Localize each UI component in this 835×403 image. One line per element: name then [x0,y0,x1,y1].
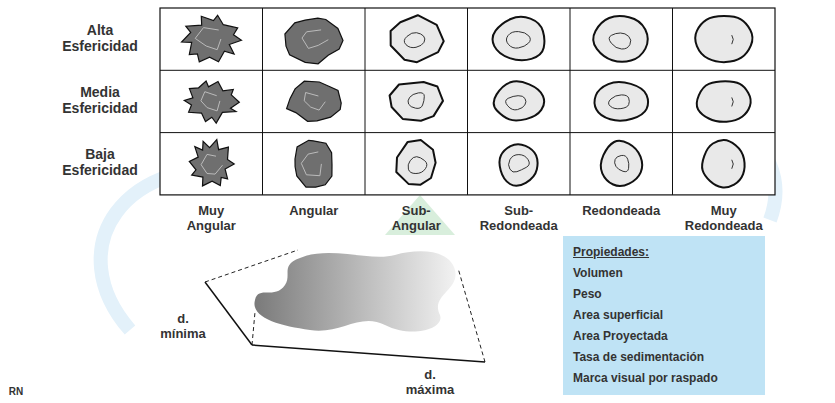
particle-shape [390,82,443,121]
particle-shape [697,81,751,122]
properties-box: Propiedades:VolumenPesoArea superficialA… [563,236,765,395]
surface-mark [732,160,734,169]
grid-line [160,132,775,133]
particle-shape [695,16,752,62]
box-heading: Propiedades: [573,242,755,263]
column-label: Muy Redondeada [685,204,763,234]
grid-line [672,8,673,195]
particle-shape [285,18,343,64]
surface-mark [732,97,734,106]
shape-grid [160,8,775,195]
column-label: Muy Angular [187,204,236,234]
surface-mark [408,157,427,174]
property-item: Area Proyectada [573,326,755,347]
surface-mark [615,155,629,171]
particle-shapes [182,15,753,187]
dimension-line [205,282,252,345]
surface-mark [732,35,734,44]
particle-shape [182,15,242,62]
surface-mark [506,32,530,49]
particle-shape [287,81,342,121]
particle-shape [702,140,745,187]
guide-line [458,268,485,362]
column-label: Sub-Angular [392,204,441,234]
particle-shape [601,141,642,186]
row-label: Alta Esfericidad [62,22,137,54]
grid-line [570,8,571,195]
surface-mark [509,155,530,173]
logo-text: RN [9,386,23,398]
watermark-mark [385,195,455,235]
grid-line [160,70,775,71]
surface-mark [609,33,631,49]
particle-shape [184,81,239,123]
particle-shape [396,140,435,185]
surface-mark [195,28,221,50]
surface-mark [201,92,220,111]
surface-mark [301,152,321,176]
property-item: Marca visual por raspado [573,368,755,389]
particle-shape [593,16,648,62]
column-label: Sub-Redondeada [480,204,558,234]
property-item: Peso [573,284,755,305]
particle-shape [499,144,537,186]
grid-line [467,8,468,195]
property-item: Tasa de sedimentación [573,347,755,368]
dimension-label: d. máxima [406,368,454,398]
grid-frame [160,8,775,195]
surface-mark [404,33,425,48]
column-label: Redondeada [582,204,660,219]
particle-shape [189,140,234,186]
surface-mark [506,96,526,110]
particle-shape [295,140,332,187]
surface-mark [302,30,328,49]
dimension-label: d. mínima [160,312,206,342]
guide-line [252,312,255,345]
property-item: Area superficial [573,305,755,326]
particle-shape [391,15,444,62]
surface-mark [609,95,630,109]
guide-line [205,250,298,282]
dimension-line [252,345,485,362]
row-label: Media Esfericidad [62,84,137,116]
property-item: Volumen [573,263,755,284]
particle-outline [254,251,455,331]
grid-line [365,8,366,195]
particle-shape [493,17,545,61]
particle-shape [494,81,544,120]
surface-mark [201,154,222,174]
surface-mark [408,93,424,109]
particle-shape [594,82,648,121]
row-label: Baja Esfericidad [62,146,137,178]
surface-mark [304,93,325,111]
column-label: Angular [289,204,338,219]
grid-line [262,8,263,195]
